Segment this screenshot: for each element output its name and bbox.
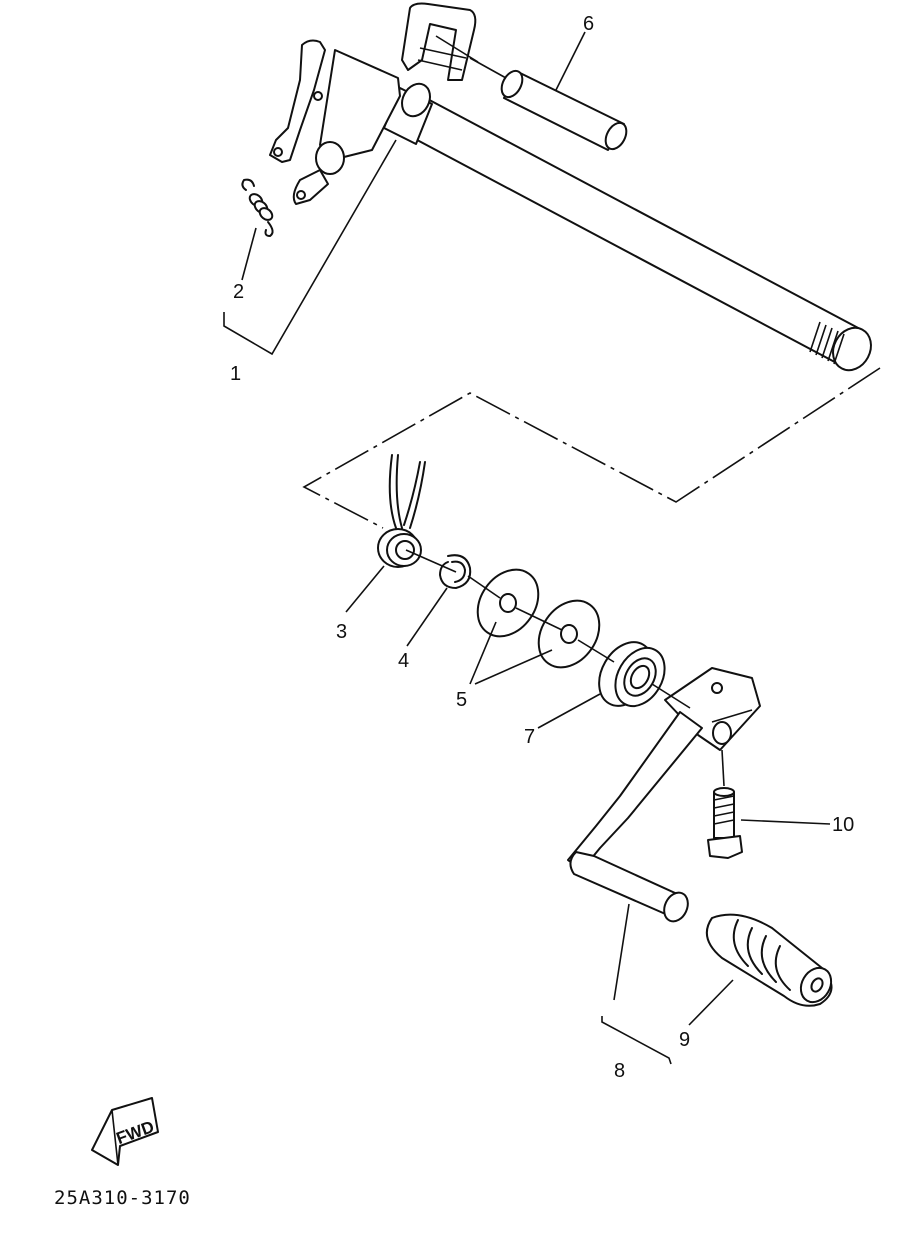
dashed-assembly-outline <box>302 367 881 529</box>
callout-1: 1 <box>230 363 241 385</box>
callout-6: 6 <box>583 13 594 35</box>
circlip <box>439 554 472 589</box>
assembly-center-lines <box>405 35 691 709</box>
callout-3: 3 <box>336 621 347 643</box>
torsion-spring <box>377 454 426 568</box>
callout-10: 10 <box>832 814 854 836</box>
callout-8: 8 <box>614 1060 625 1082</box>
shaft-splines <box>809 321 845 365</box>
callout-2: 2 <box>233 281 244 303</box>
fwd-direction-arrow: FWD <box>91 1097 159 1166</box>
pin <box>500 69 628 151</box>
washers <box>476 568 601 669</box>
shift-shaft-assembly <box>269 2 872 372</box>
callout-4: 4 <box>398 650 409 672</box>
small-return-spring <box>241 178 274 237</box>
oil-seal <box>598 641 666 708</box>
callout-5: 5 <box>456 689 467 711</box>
shift-pedal <box>567 667 761 923</box>
diagram-part-code: 25A310-3170 <box>54 1187 191 1209</box>
callout-7: 7 <box>524 726 535 748</box>
rubber-footrest <box>705 913 833 1007</box>
callout-9: 9 <box>679 1029 690 1051</box>
callout-labels: 1 2 3 4 5 6 7 8 9 10 <box>230 13 854 1082</box>
leader-lines <box>223 31 831 1065</box>
bolt <box>707 787 743 859</box>
